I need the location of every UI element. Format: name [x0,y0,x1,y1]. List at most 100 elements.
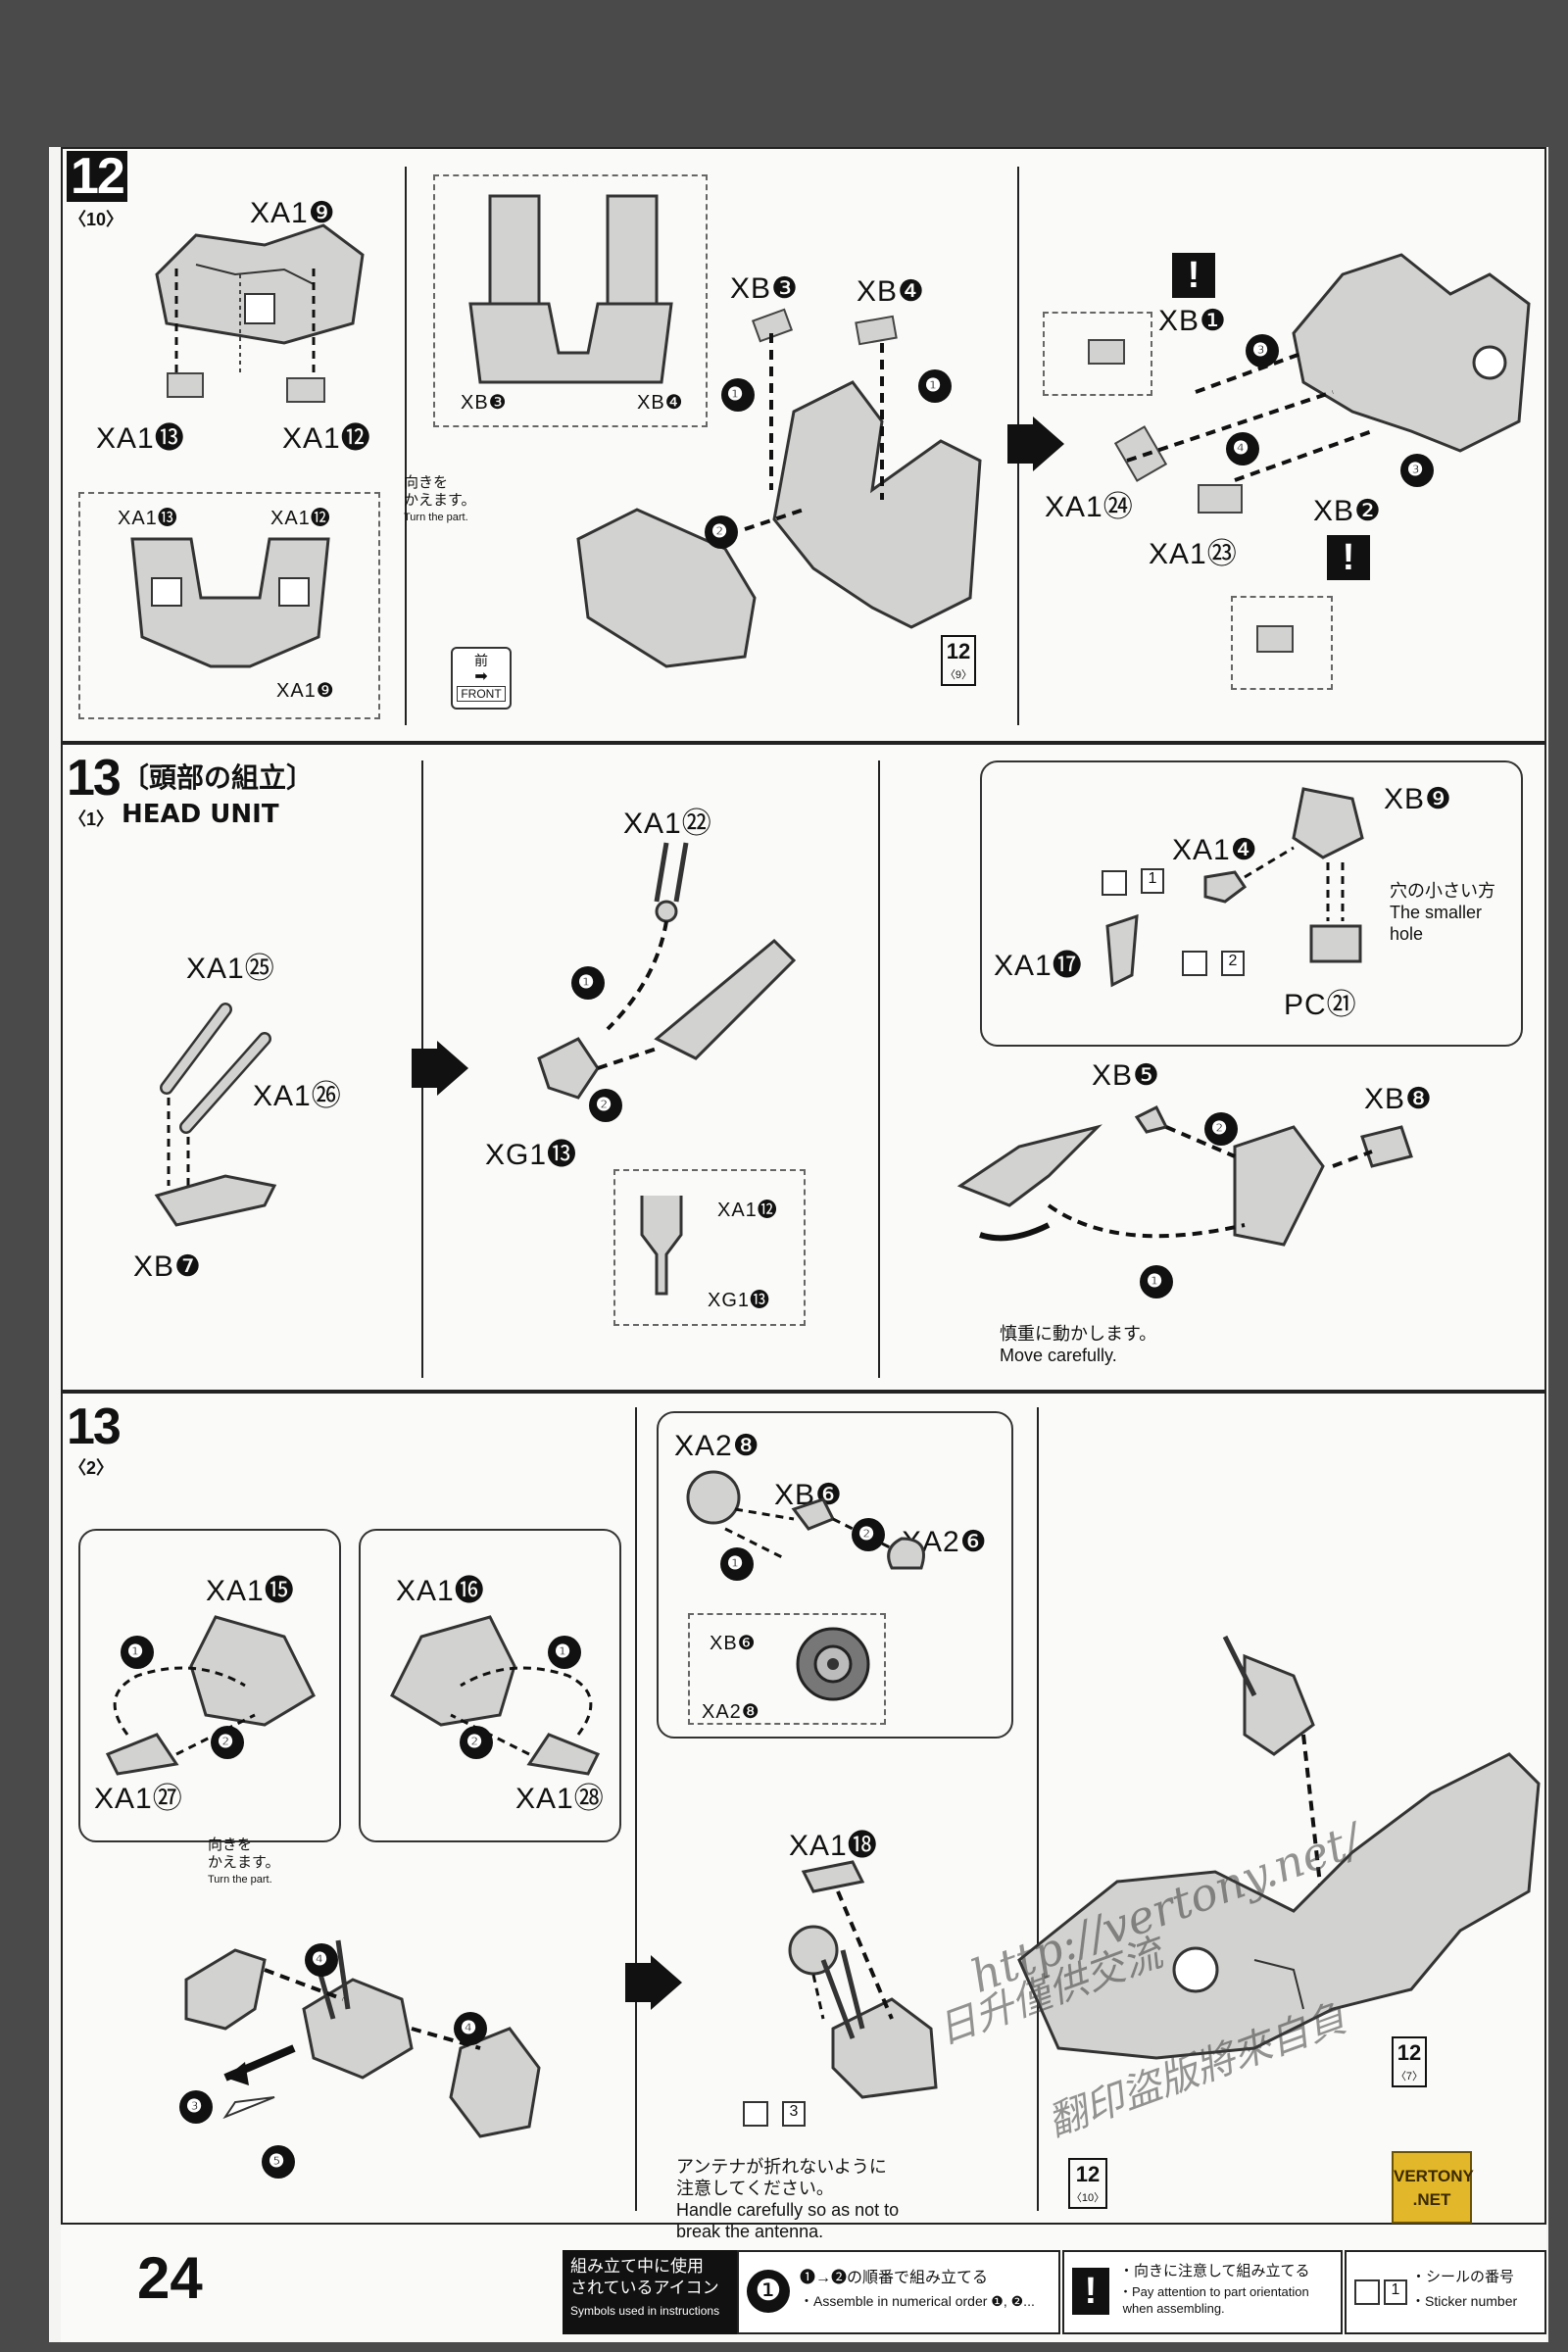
assembly-final [1017,1635,1541,2060]
step-badge [211,1726,244,1759]
step-badge-label: ❺ [269,2151,285,2171]
step-badge [1400,454,1434,487]
step-badge [721,378,755,412]
hole-note: 穴の小さい方 The smaller hole [1390,880,1495,945]
antenna-note-en: Handle carefully so as not to break the … [676,2200,900,2241]
part-label: XB❹ [857,275,925,308]
part-label: XB❽ [1364,1083,1433,1115]
step-badge-label: ❹ [461,2018,477,2037]
step-badge [705,515,738,549]
part-label: XA1㉓ [1149,538,1238,570]
step-badge-label: ❷ [466,1732,483,1751]
careful-note: 慎重に動かします。 Move carefully. [1000,1323,1156,1366]
part-shape-head-frame [537,842,797,1100]
front-icon: 前 ➡ FRONT [451,647,512,710]
legend-sticker: 1 ・シールの番号 ・Sticker number [1345,2250,1546,2334]
part-xa1-23 [1198,484,1243,514]
step-badge [918,369,952,403]
assembly-head-3 [788,1860,938,2099]
part-label: XA1⓱ [994,950,1083,982]
part-xa1-13 [167,372,204,398]
part-label: XB❸ [461,392,508,414]
step-badge-label: ❶ [727,384,744,404]
detail-box [688,1613,886,1725]
careful-note-jp: 慎重に動かします。 [1000,1324,1157,1344]
step-badge [179,2090,213,2124]
antenna-note: アンテナが折れないように 注意してください。 Handle carefully … [676,2156,899,2242]
page-number: 24 [137,2245,203,2311]
detail-callout [980,760,1523,1047]
step-badge [262,2145,295,2179]
step-badge-label: ❷ [218,1732,234,1751]
sticker-icon [1102,870,1127,896]
front-en: FRONT [457,686,506,702]
part-label: XA1㉔ [1045,491,1134,523]
detail-box [613,1169,806,1326]
part-shape-xa1-9 [155,223,365,345]
assembly-head-2 [184,1939,541,2138]
sub-step: 〈1〉 [69,809,115,829]
part-shape-detail [130,537,330,668]
step-badge-label: ❷ [596,1095,612,1114]
part-label: XG1⓭ [485,1139,578,1171]
ref-num: 12 [1075,2162,1101,2186]
step-badge [720,1547,754,1581]
next-arrow-icon [1007,416,1064,471]
legend-warning: ! ・向きに注意して組み立てる ・Pay attention to part o… [1062,2250,1343,2334]
part-label: XA1㉕ [186,953,275,985]
step-badge-label: ❹ [312,1949,328,1969]
front-arrow-icon: ➡ [474,668,488,685]
sticker-number: 1 [1141,868,1164,894]
legend-sticker-jp: ・シールの番号 [1411,2269,1515,2285]
divider [635,1407,637,2211]
step-badge-label: ❷ [711,521,728,541]
legend-header-en: Symbols used in instructions [570,2304,720,2318]
sticker-icon [1354,2279,1380,2305]
step-badge-label: ❸ [1407,460,1424,479]
part-shape-cheeks [105,1615,601,1776]
part-label: XA2❽ [674,1430,760,1462]
step-badge [454,2012,487,2045]
step-number: 13 [67,750,122,807]
ref-num: 12 [946,639,971,663]
part-label: XA1⓯ [206,1575,295,1607]
assembly-arrows [174,265,316,372]
turn-note-en: Turn the part. [404,512,468,523]
sub-step: 〈2〉 [69,1458,115,1478]
legend-order: ❶ ❶→❷の順番で組み立てる ・Assemble in numerical or… [737,2250,1060,2334]
part-shape-detail-frame [640,1196,683,1296]
legend-order-jp: ❶→❷の順番で組み立てる [800,2270,989,2286]
step-badge-label: ❶ [127,1642,144,1661]
detail-box [1043,312,1152,396]
divider [1037,1407,1039,2211]
assembly-head-1 [956,1104,1413,1247]
part-label: XA1⓬ [717,1200,778,1221]
part-label: XB❻ [710,1633,757,1654]
part-detail-xb1 [1088,339,1125,365]
next-arrow-icon [625,1955,682,2010]
part-label: XG1⓭ [708,1290,771,1311]
part-label: XB❸ [730,272,799,305]
part-label: PC㉑ [1284,989,1357,1021]
step-badge-label: ❶ [578,972,595,992]
legend-order-en: ・Assemble in numerical order ❶, ❷... [800,2293,1035,2309]
sticker-number: 1 [1384,2279,1407,2305]
part-label: XB❼ [133,1250,202,1283]
step-badge-label: ❷ [1211,1118,1228,1138]
turn-note-en: Turn the part. [208,1874,272,1886]
step-badge [1140,1265,1173,1298]
step-badge-label: ❸ [1252,340,1269,360]
turn-note: 向きを かえます。 Turn the part. [404,474,476,525]
ref-badge: 12 〈7〉 [1392,2036,1427,2087]
part-label: XA1⓰ [396,1575,485,1607]
sticker-icon [743,2101,768,2127]
part-label: XA1⓭ [118,508,178,529]
step-number: 12 [67,151,127,202]
part-label: XA1⓬ [282,422,371,455]
step-badge-label: ❶ [727,1553,744,1573]
ref-badge: 12 〈9〉 [941,635,976,686]
part-label: XA1㉒ [623,808,712,840]
part-label: XA1㉗ [94,1783,183,1815]
step-badge [589,1089,622,1122]
step-badge [548,1636,581,1669]
